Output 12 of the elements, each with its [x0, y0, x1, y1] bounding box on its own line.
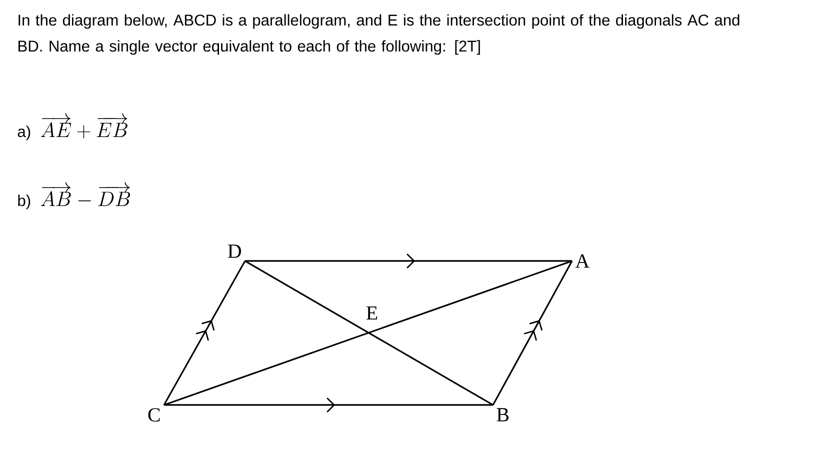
- diagonal-line: [244, 260, 494, 406]
- vertex-label: A: [575, 254, 590, 268]
- vertex-label: B: [496, 408, 509, 422]
- vertex-label: C: [148, 408, 160, 422]
- vector-expression: $\overrightarrow{AE}+\overrightarrow{EB}$: [40, 113, 128, 138]
- vertex-label: D: [228, 244, 241, 258]
- item-label: b): [18, 194, 30, 210]
- diagonal-line: [164, 260, 572, 406]
- item-label: a): [18, 126, 30, 140]
- vector-expression: $\overrightarrow{AB}-\overrightarrow{DB}$: [40, 182, 130, 206]
- question-text: In the diagram below, ABCD is a parallelogram, and E is the intersection point of the diagonals AC and BD. Name a single vector equivalent to each of the following: [2T]: [18, 14, 740, 55]
- point-label: E: [366, 306, 378, 320]
